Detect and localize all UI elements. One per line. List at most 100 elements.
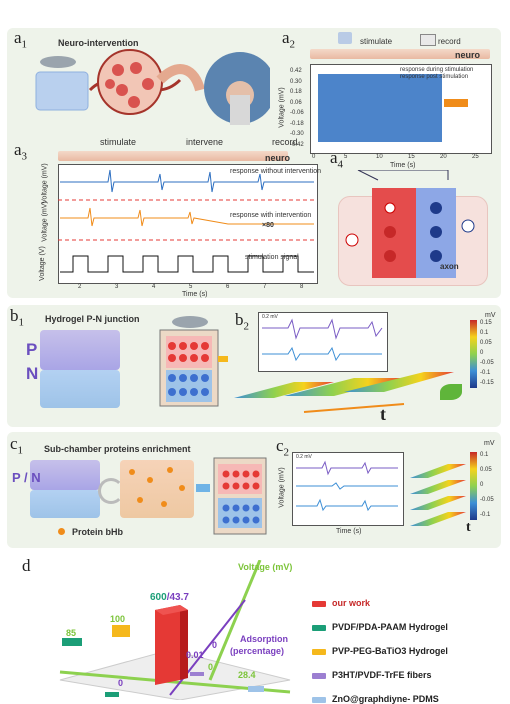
a1-neuro-illustration (35, 49, 270, 125)
d-legend-swatch (312, 648, 326, 655)
d-val-100: 100 (110, 614, 126, 624)
a2-legend-post: response post stimulation (400, 74, 469, 80)
d-val-0a: 0 (212, 640, 218, 650)
b2-colorbar (470, 320, 477, 388)
probe-icon (40, 56, 76, 68)
c1-n-block (30, 490, 100, 518)
b2-cbar-tick: 0.15 (480, 320, 492, 326)
a3-legend2: response with intervention (230, 212, 312, 219)
b2-unit: mV (485, 312, 496, 319)
a3-x-tick: 5 (189, 284, 193, 290)
d-bar-pvp (112, 625, 130, 637)
b1-n-block (40, 370, 120, 408)
label-a2: a2 (282, 28, 296, 51)
d-legend-label: P3HT/PVDF-TrFE fibers (332, 670, 432, 680)
c2-xlabel: Time (s) (336, 528, 362, 535)
b2-scale: 0.2 mV (262, 314, 278, 320)
a3-x-tick: 2 (78, 284, 82, 290)
b2-t-arrow: t (380, 404, 386, 424)
c1-protein-label: Protein bHb (72, 527, 123, 537)
a2-record: record (438, 37, 461, 46)
d-legend-item: ZnO@graphdiyne- PDMS (312, 694, 439, 704)
leaf-icon (440, 384, 462, 400)
a3-x80: ×80 (262, 222, 274, 229)
c2-cbar-tick: 0.05 (480, 467, 492, 473)
label-c1: c1 (10, 434, 24, 457)
d-legend-swatch (312, 672, 326, 679)
a3-legend3: stimulation signal (245, 254, 299, 261)
a2-x-tick: 20 (440, 154, 447, 160)
a2-x-tick: 15 (408, 154, 415, 160)
c2-cbar-tick: -0.1 (480, 512, 491, 518)
d-val-001: 0.01 (186, 650, 204, 660)
d-bar-pvdf (62, 638, 82, 646)
label-d: d (22, 556, 31, 575)
d-legend-label: our work (332, 598, 371, 608)
a2-y-tick: 0.18 (290, 89, 302, 95)
d-main-value-voltage: 600 (150, 592, 167, 603)
c1-title: Sub-chamber proteins enrichment (44, 444, 191, 454)
b2-cbar-tick: 0 (480, 350, 484, 356)
c2-cbar-tick: 0 (480, 482, 484, 488)
a3-neuro: neuro (265, 153, 291, 163)
d-bar-p3ht (190, 672, 204, 676)
d-val-0b: 0 (208, 662, 214, 672)
a3-series-without (60, 169, 314, 193)
label-a4: a4 (330, 148, 344, 171)
a2-neuro: neuro (455, 50, 481, 60)
d-legend-label: PVDF/PDA-PAAM Hydrogel (332, 622, 448, 632)
a2-y-tick: -0.18 (290, 120, 304, 127)
a3-ylabel1: Voltage (mV) (41, 163, 49, 204)
c1-junction-diagram (213, 457, 267, 535)
d-legend-item: P3HT/PVDF-TrFE fibers (312, 670, 432, 680)
a3-x-tick: 6 (226, 284, 230, 290)
a2-x-tick: 10 (376, 154, 383, 160)
a3-chart (58, 169, 316, 273)
a3-ylabel3: Voltage (V) (38, 246, 46, 281)
rotate-arrow-icon (98, 478, 124, 504)
hydrogel-block (35, 71, 89, 111)
d-legend-item: PVP-PEG-BaTiO3 Hydrogel (312, 646, 448, 656)
b2-cbar-tick: -0.1 (480, 370, 491, 376)
d-bar-zno (248, 686, 264, 692)
label-b1: b1 (10, 306, 24, 329)
c2-unit: mV (484, 440, 495, 447)
a3-record: record (272, 137, 298, 147)
b2-cbar-tick: -0.05 (480, 360, 494, 366)
a3-x-tick: 8 (300, 284, 304, 290)
record-electrode-icon (420, 34, 436, 46)
a2-y-tick: 0.42 (290, 68, 302, 74)
a3-legend1: response without intervention (230, 168, 322, 175)
c2-heatmap-stack (410, 464, 466, 526)
a2-y-tick: -0.30 (290, 131, 304, 137)
a2-x-tick: 0 (312, 154, 316, 160)
label-a1: a1 (14, 28, 28, 51)
d-legend-label: PVP-PEG-BaTiO3 Hydrogel (332, 646, 448, 656)
b1-n-letter: N (26, 364, 39, 383)
d-adsorption-axis-2: (percentage) (230, 646, 285, 656)
a2-x-tick: 5 (344, 154, 348, 160)
b1-junction-diagram (159, 316, 228, 407)
label-c2: c2 (276, 436, 290, 459)
a3-stimulate: stimulate (100, 137, 137, 147)
b2-traces (262, 318, 383, 362)
c2-colorbar (470, 452, 477, 520)
label-b2: b2 (235, 310, 249, 333)
label-a3: a3 (14, 140, 28, 163)
d-legend-label: ZnO@graphdiyne- PDMS (332, 694, 439, 704)
a2-y-tick: -0.42 (290, 141, 304, 148)
c1-pn-letters: P / N (12, 470, 41, 485)
a2-chart (318, 74, 468, 142)
d-val-0c: 0 (118, 678, 124, 688)
d-legend-swatch (312, 624, 326, 631)
c2-traces (296, 460, 398, 512)
b1-p-letter: P (26, 340, 38, 359)
a3-xlabel: Time (s) (182, 291, 208, 298)
b2-cbar-tick: 0.1 (480, 330, 489, 336)
a3-x-tick: 3 (115, 284, 119, 290)
b1-title: Hydrogel P-N junction (45, 314, 140, 324)
a4-junction-illustration (345, 170, 475, 278)
a3-x-tick: 7 (263, 284, 267, 290)
a2-stimulate: stimulate (360, 37, 393, 46)
a3-ylabel2: Voltage (mV) (41, 201, 49, 242)
